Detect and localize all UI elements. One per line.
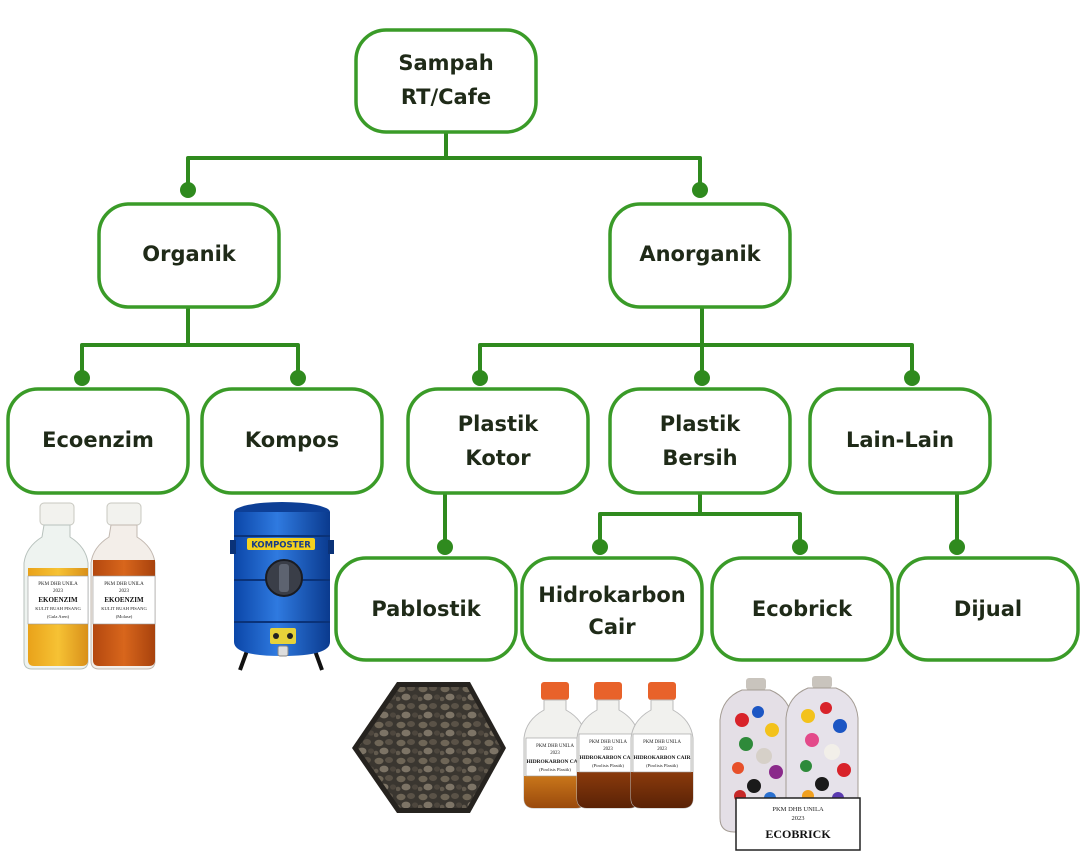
hidrokarbon-b3-l4: (Pirolisis Plastik) — [646, 763, 678, 768]
node-plastik-bersih — [608, 387, 792, 495]
hidrokarbon-b1-l4: (Pirolisis Plastik) — [539, 767, 571, 772]
node-anorganik — [608, 202, 792, 309]
hidrokarbon-b1-l1: PKM DHB UNILA — [536, 744, 574, 749]
ecoenzim-label: Ecoenzim — [42, 428, 154, 452]
hidrokarbon-bottle-3: PKM DHB UNILA 2023 HIDROKARBON CAIR (Pir… — [630, 682, 694, 809]
hidrokarbon-bottle-1: PKM DHB UNILA 2023 HIDROKARBON CAIR (Pir… — [523, 682, 587, 809]
ecoenzim-bottle2-l3: EKOENZIM — [104, 596, 144, 604]
ecobrick-icon: PKM DHB UNILA 2023 ECOBRICK — [719, 676, 861, 851]
ecobrick-card — [735, 797, 861, 851]
plastik-bersih-label-line1: Plastik — [660, 412, 741, 436]
ecoenzim-bottle1-l4: KULIT BUAH PISANG — [35, 606, 81, 611]
ecoenzim-bottle2-l5: (Molase) — [116, 614, 133, 619]
organik-label: Organik — [142, 242, 237, 266]
ecobrick-card-l1: PKM DHB UNILA — [772, 806, 824, 813]
hidrokarbon-b1-l3: HIDROKARBON CAIR — [526, 759, 583, 765]
hidrokarbon-b3-l2: 2023 — [657, 747, 667, 752]
hidrokarbon-b3-l3: HIDROKARBON CAIR — [633, 755, 690, 761]
node-labels: Sampah RT/Cafe Organik Anorganik Ecoenzi… — [42, 51, 1022, 639]
connector-plastik-bersih — [598, 491, 802, 549]
plastik-kotor-label-line1: Plastik — [458, 412, 539, 436]
connector-anorganik — [478, 305, 914, 380]
hidrokarbon-label-line1: Hidrokarbon — [538, 583, 686, 607]
ecobrick-card-l3: ECOBRICK — [765, 827, 831, 841]
plastik-bersih-label-line2: Bersih — [662, 446, 737, 470]
node-lain-lain — [808, 387, 992, 495]
dijual-label: Dijual — [954, 597, 1022, 621]
node-organik — [97, 202, 281, 309]
node-plastik-kotor — [406, 387, 590, 495]
ecobrick-card-l2: 2023 — [792, 815, 805, 822]
hidrokarbon-b2-l4: (Pirolisis Plastik) — [592, 763, 624, 768]
kompos-label: Kompos — [245, 428, 339, 452]
nodes — [6, 28, 1080, 662]
lain-lain-label: Lain-Lain — [846, 428, 954, 452]
paving-block-icon — [352, 682, 506, 813]
ecoenzim-bottle1-l5: (Gula Aren) — [47, 614, 70, 619]
node-root — [354, 28, 538, 134]
hidrokarbon-bottles-icon: PKM DHB UNILA 2023 HIDROKARBON CAIR (Pir… — [523, 682, 694, 809]
connector-root — [186, 130, 702, 192]
hidrokarbon-bottle-2: PKM DHB UNILA 2023 HIDROKARBON CAIR (Pir… — [576, 682, 640, 809]
composter-drum-label: KOMPOSTER — [251, 541, 311, 551]
ecoenzim-bottle2-l4: KULIT BUAH PISANG — [101, 606, 147, 611]
node-pablostik — [334, 556, 518, 662]
anorganik-label: Anorganik — [639, 242, 761, 266]
ecobrick-bottle-right — [785, 676, 859, 833]
ecoenzim-bottle1-l3: EKOENZIM — [38, 596, 78, 604]
hidrokarbon-label-line2: Cair — [588, 615, 636, 639]
pablostik-label: Pablostik — [371, 597, 481, 621]
node-dijual — [896, 556, 1080, 662]
ecoenzim-bottle2-l2: 2023 — [119, 589, 130, 594]
ecoenzim-bottle-2: PKM DHB UNILA 2023 EKOENZIM KULIT BUAH P… — [90, 502, 156, 670]
connector-organik — [80, 305, 300, 380]
ecoenzim-bottle-1: PKM DHB UNILA 2023 EKOENZIM KULIT BUAH P… — [23, 502, 89, 670]
root-label-line2: RT/Cafe — [401, 85, 491, 109]
connector-dots — [74, 182, 965, 555]
ecoenzim-bottle2-l1: PKM DHB UNILA — [104, 582, 144, 587]
hidrokarbon-b1-l2: 2023 — [550, 751, 560, 756]
ecobrick-label: Ecobrick — [752, 597, 853, 621]
hidrokarbon-b2-l1: PKM DHB UNILA — [589, 740, 627, 745]
hidrokarbon-b3-l1: PKM DHB UNILA — [643, 740, 681, 745]
plastik-kotor-label-line2: Kotor — [465, 446, 531, 470]
ecoenzim-bottle1-l1: PKM DHB UNILA — [38, 582, 78, 587]
node-kompos — [200, 387, 384, 495]
hidrokarbon-b2-l3: HIDROKARBON CAIR — [579, 755, 636, 761]
node-ecobrick — [710, 556, 894, 662]
node-ecoenzim — [6, 387, 190, 495]
root-label-line1: Sampah — [398, 51, 493, 75]
ecoenzim-bottle1-l2: 2023 — [53, 589, 64, 594]
node-hidrokarbon — [520, 556, 704, 662]
ecoenzim-bottles-icon: PKM DHB UNILA 2023 EKOENZIM KULIT BUAH P… — [23, 502, 156, 670]
connectors — [80, 130, 959, 549]
composter-icon: KOMPOSTER — [230, 502, 334, 671]
hidrokarbon-b2-l2: 2023 — [603, 747, 613, 752]
